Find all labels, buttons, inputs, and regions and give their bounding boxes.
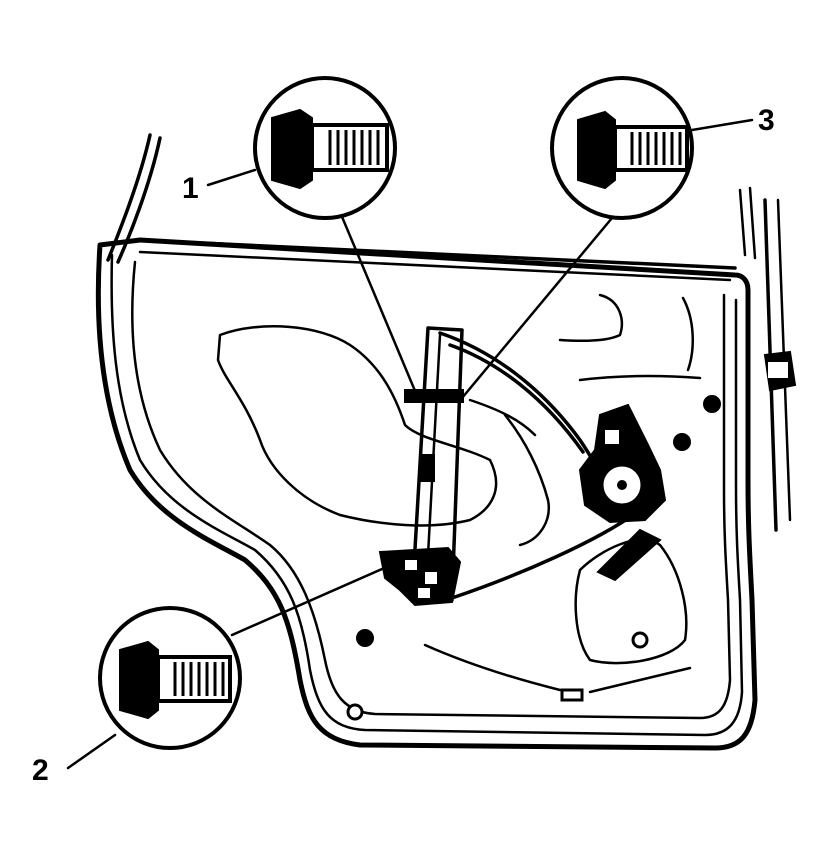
callout-1-number: 1 bbox=[182, 172, 199, 205]
panel-holes bbox=[346, 395, 721, 721]
callout-1: 1 bbox=[182, 76, 397, 220]
callout-3: 3 bbox=[550, 76, 775, 220]
door-frame-rails bbox=[106, 133, 792, 532]
callout-2: 2 bbox=[32, 606, 242, 787]
leader-lines bbox=[66, 118, 754, 770]
door-inner-panel bbox=[95, 237, 758, 751]
door-latch-stub bbox=[763, 350, 797, 392]
callout-3-number: 3 bbox=[758, 104, 775, 137]
callout-2-number: 2 bbox=[32, 754, 49, 787]
bolt-icon bbox=[271, 108, 389, 190]
regulator-motor bbox=[578, 403, 667, 582]
bolt-icon bbox=[119, 640, 232, 720]
bolt-icon bbox=[577, 110, 689, 190]
regulator-rail bbox=[378, 326, 642, 607]
